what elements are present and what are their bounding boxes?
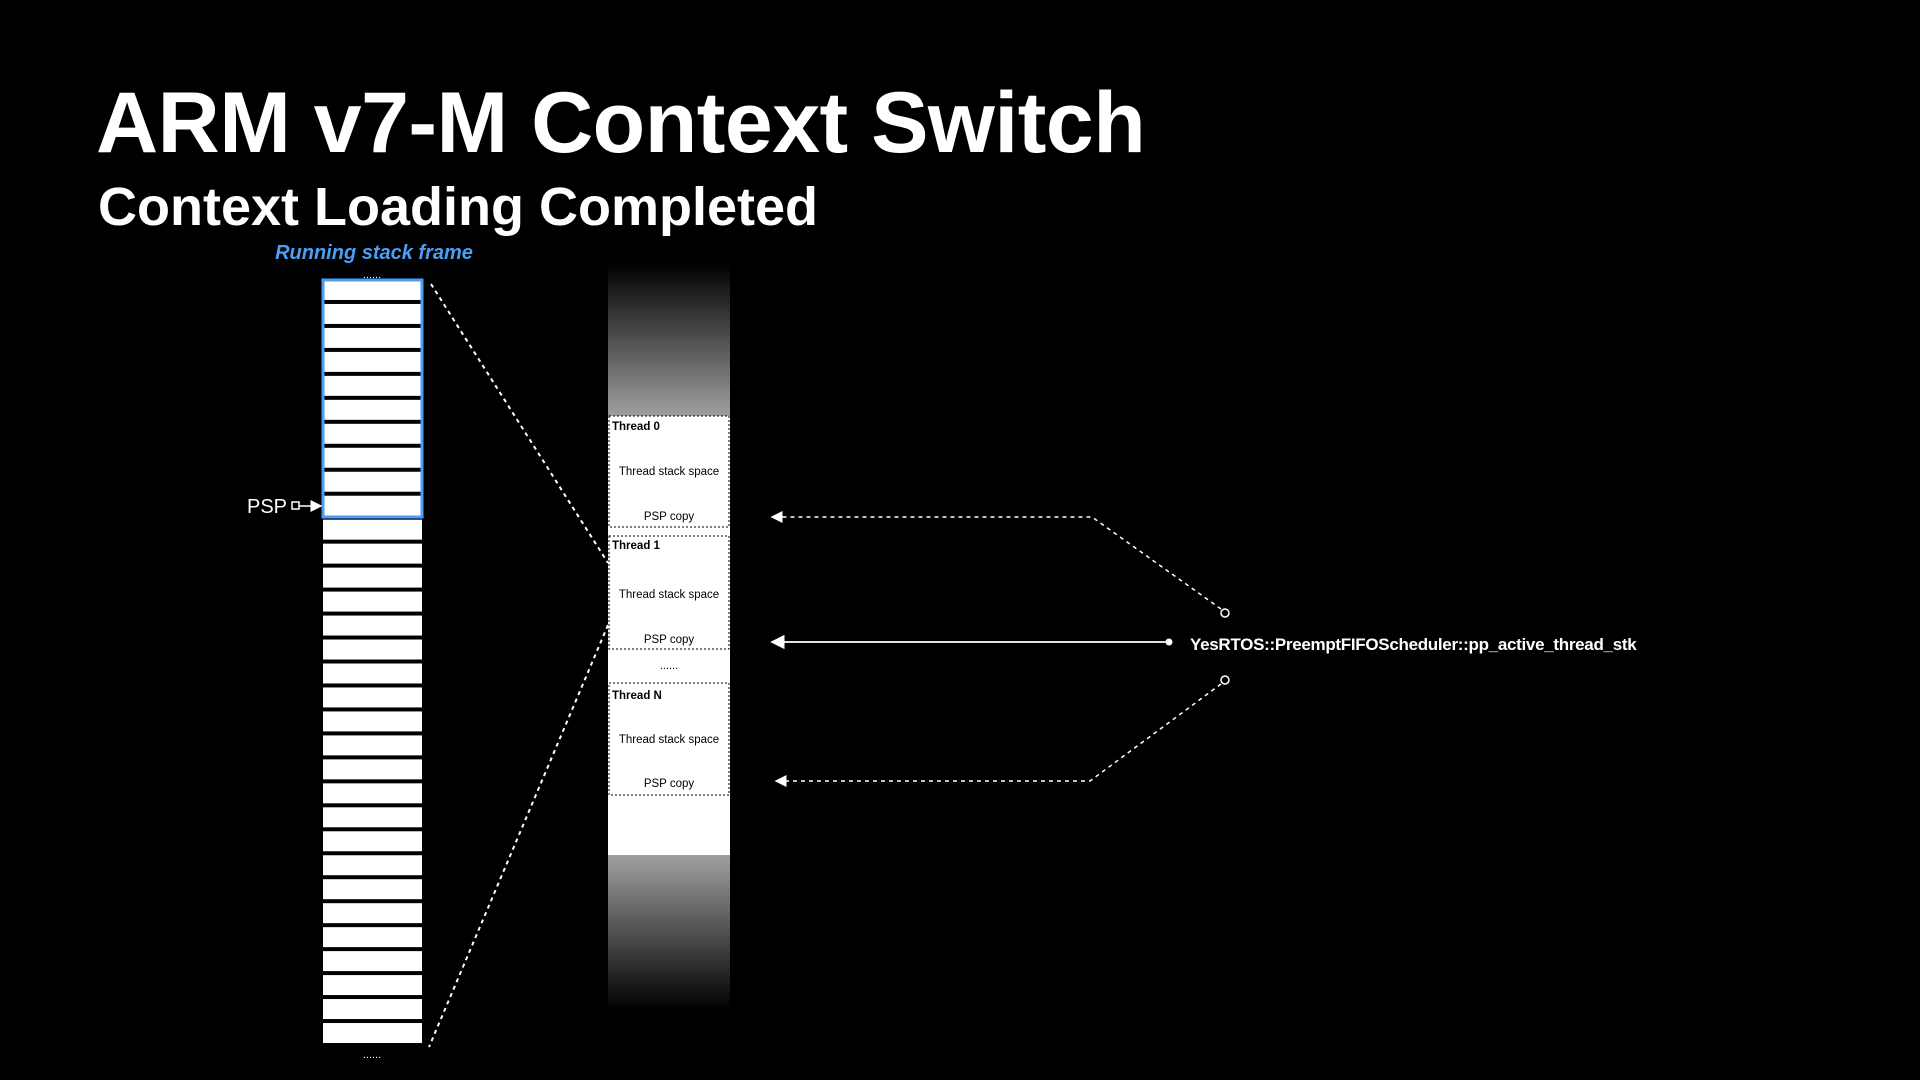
thread-ellipsis: ...... xyxy=(660,660,678,672)
stack-slot-running-frame xyxy=(323,303,422,324)
stack-slot xyxy=(323,999,422,1020)
stack-slot xyxy=(323,879,422,900)
stack-slot xyxy=(323,759,422,780)
scheduler-pointer-label: YesRTOS::PreemptFIFOScheduler::pp_active… xyxy=(1190,635,1637,654)
stack-slot xyxy=(323,807,422,828)
thread-stack-space: Thread stack space xyxy=(619,466,719,478)
stack-slot xyxy=(323,591,422,612)
stack-slot xyxy=(323,927,422,948)
running-stack-frame-label: Running stack frame xyxy=(275,242,473,264)
thread-name: Thread N xyxy=(612,690,662,702)
psp-label: PSP xyxy=(247,496,287,518)
stack-slot-running-frame xyxy=(323,351,422,372)
stack-slot xyxy=(323,567,422,588)
stack-slot-running-frame xyxy=(323,495,422,516)
pointer-arrow-thread-n xyxy=(774,683,1222,787)
zoom-line-bottom xyxy=(428,624,609,1048)
stack-slot xyxy=(323,543,422,564)
stack-slot-running-frame xyxy=(323,280,422,300)
stack-slot-running-frame xyxy=(323,423,422,444)
thread-name: Thread 0 xyxy=(612,421,660,433)
thread-stack-space: Thread stack space xyxy=(619,734,719,746)
stack-rows xyxy=(323,280,422,1043)
stack-slot xyxy=(323,975,422,996)
stack-slot xyxy=(323,1023,422,1043)
psp-copy: PSP copy xyxy=(644,778,695,790)
stack-ellipsis-top: ...... xyxy=(363,269,381,281)
stack-slot xyxy=(323,951,422,972)
stack-ellipsis-bottom: ...... xyxy=(363,1049,381,1061)
stack-slot xyxy=(323,831,422,852)
memory-gradient-bottom xyxy=(608,855,730,1010)
stack-slot xyxy=(323,663,422,684)
stack-slot-running-frame xyxy=(323,375,422,396)
stack-slot xyxy=(323,639,422,660)
thread-block-n: Thread N Thread stack space PSP copy xyxy=(608,682,730,796)
stack-slot xyxy=(323,687,422,708)
pointer-origin-icon xyxy=(1165,638,1173,646)
stack-slot-running-frame xyxy=(323,399,422,420)
psp-pointer-icon xyxy=(291,501,300,510)
stack-slot xyxy=(323,735,422,756)
zoom-line-top xyxy=(430,283,609,564)
stack-slot xyxy=(323,903,422,924)
stack-slot xyxy=(323,783,422,804)
stack-slot xyxy=(323,711,422,732)
stack-slot xyxy=(323,519,422,540)
thread-stack-space: Thread stack space xyxy=(619,589,719,601)
pointer-origin-icon xyxy=(1220,608,1230,618)
page-subtitle: Context Loading Completed xyxy=(98,177,818,237)
stack-slot-running-frame xyxy=(323,471,422,492)
memory-gradient-top xyxy=(608,263,730,417)
thread-block-0: Thread 0 Thread stack space PSP copy xyxy=(608,415,730,528)
stack-slot-running-frame xyxy=(323,327,422,348)
thread-name: Thread 1 xyxy=(612,540,661,552)
pointer-arrow-thread-0 xyxy=(770,511,1222,610)
page-title: ARM v7-M Context Switch xyxy=(96,75,1146,171)
memory-region xyxy=(608,416,730,855)
stack-slot-running-frame xyxy=(323,447,422,468)
thread-block-1: Thread 1 Thread stack space PSP copy xyxy=(608,535,730,650)
psp-copy: PSP copy xyxy=(644,511,695,523)
psp-copy: PSP copy xyxy=(644,634,695,646)
stack-slot xyxy=(323,615,422,636)
pointer-origin-icon xyxy=(1220,675,1230,685)
running-stack-frame-outline xyxy=(321,278,424,519)
stack-slot xyxy=(323,855,422,876)
